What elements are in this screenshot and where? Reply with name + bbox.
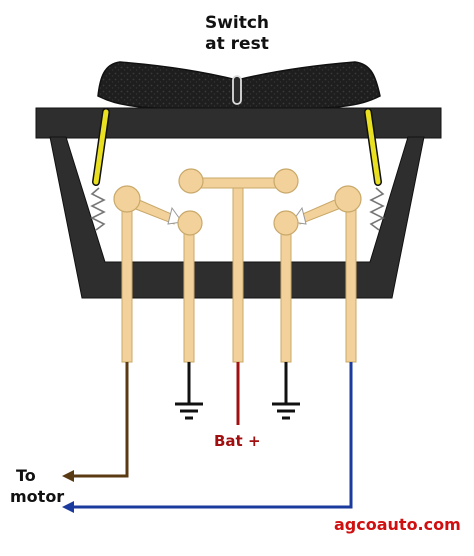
- brown-motor-wire: [70, 362, 129, 478]
- battery-label: Bat +: [214, 432, 261, 450]
- title-line-2: at rest: [205, 34, 269, 54]
- right-spring-icon: [369, 187, 385, 231]
- website-label: agcoauto.com: [334, 515, 461, 534]
- blue-arrow-icon: [62, 501, 74, 513]
- rocker-center-mark: [232, 75, 242, 105]
- title-line-1: Switch: [204, 13, 270, 33]
- left-ground-symbol-icon: [175, 362, 203, 420]
- contact-points: [113, 168, 362, 236]
- to-motor-label-line2: motor: [10, 487, 65, 506]
- left-spring-icon: [90, 187, 106, 231]
- center-contact-bar: [189, 177, 287, 189]
- right-ground-symbol-icon: [272, 362, 300, 420]
- to-motor-label-line1: To: [16, 466, 36, 485]
- brown-arrow-icon: [62, 470, 74, 482]
- blue-motor-wire: [70, 362, 353, 509]
